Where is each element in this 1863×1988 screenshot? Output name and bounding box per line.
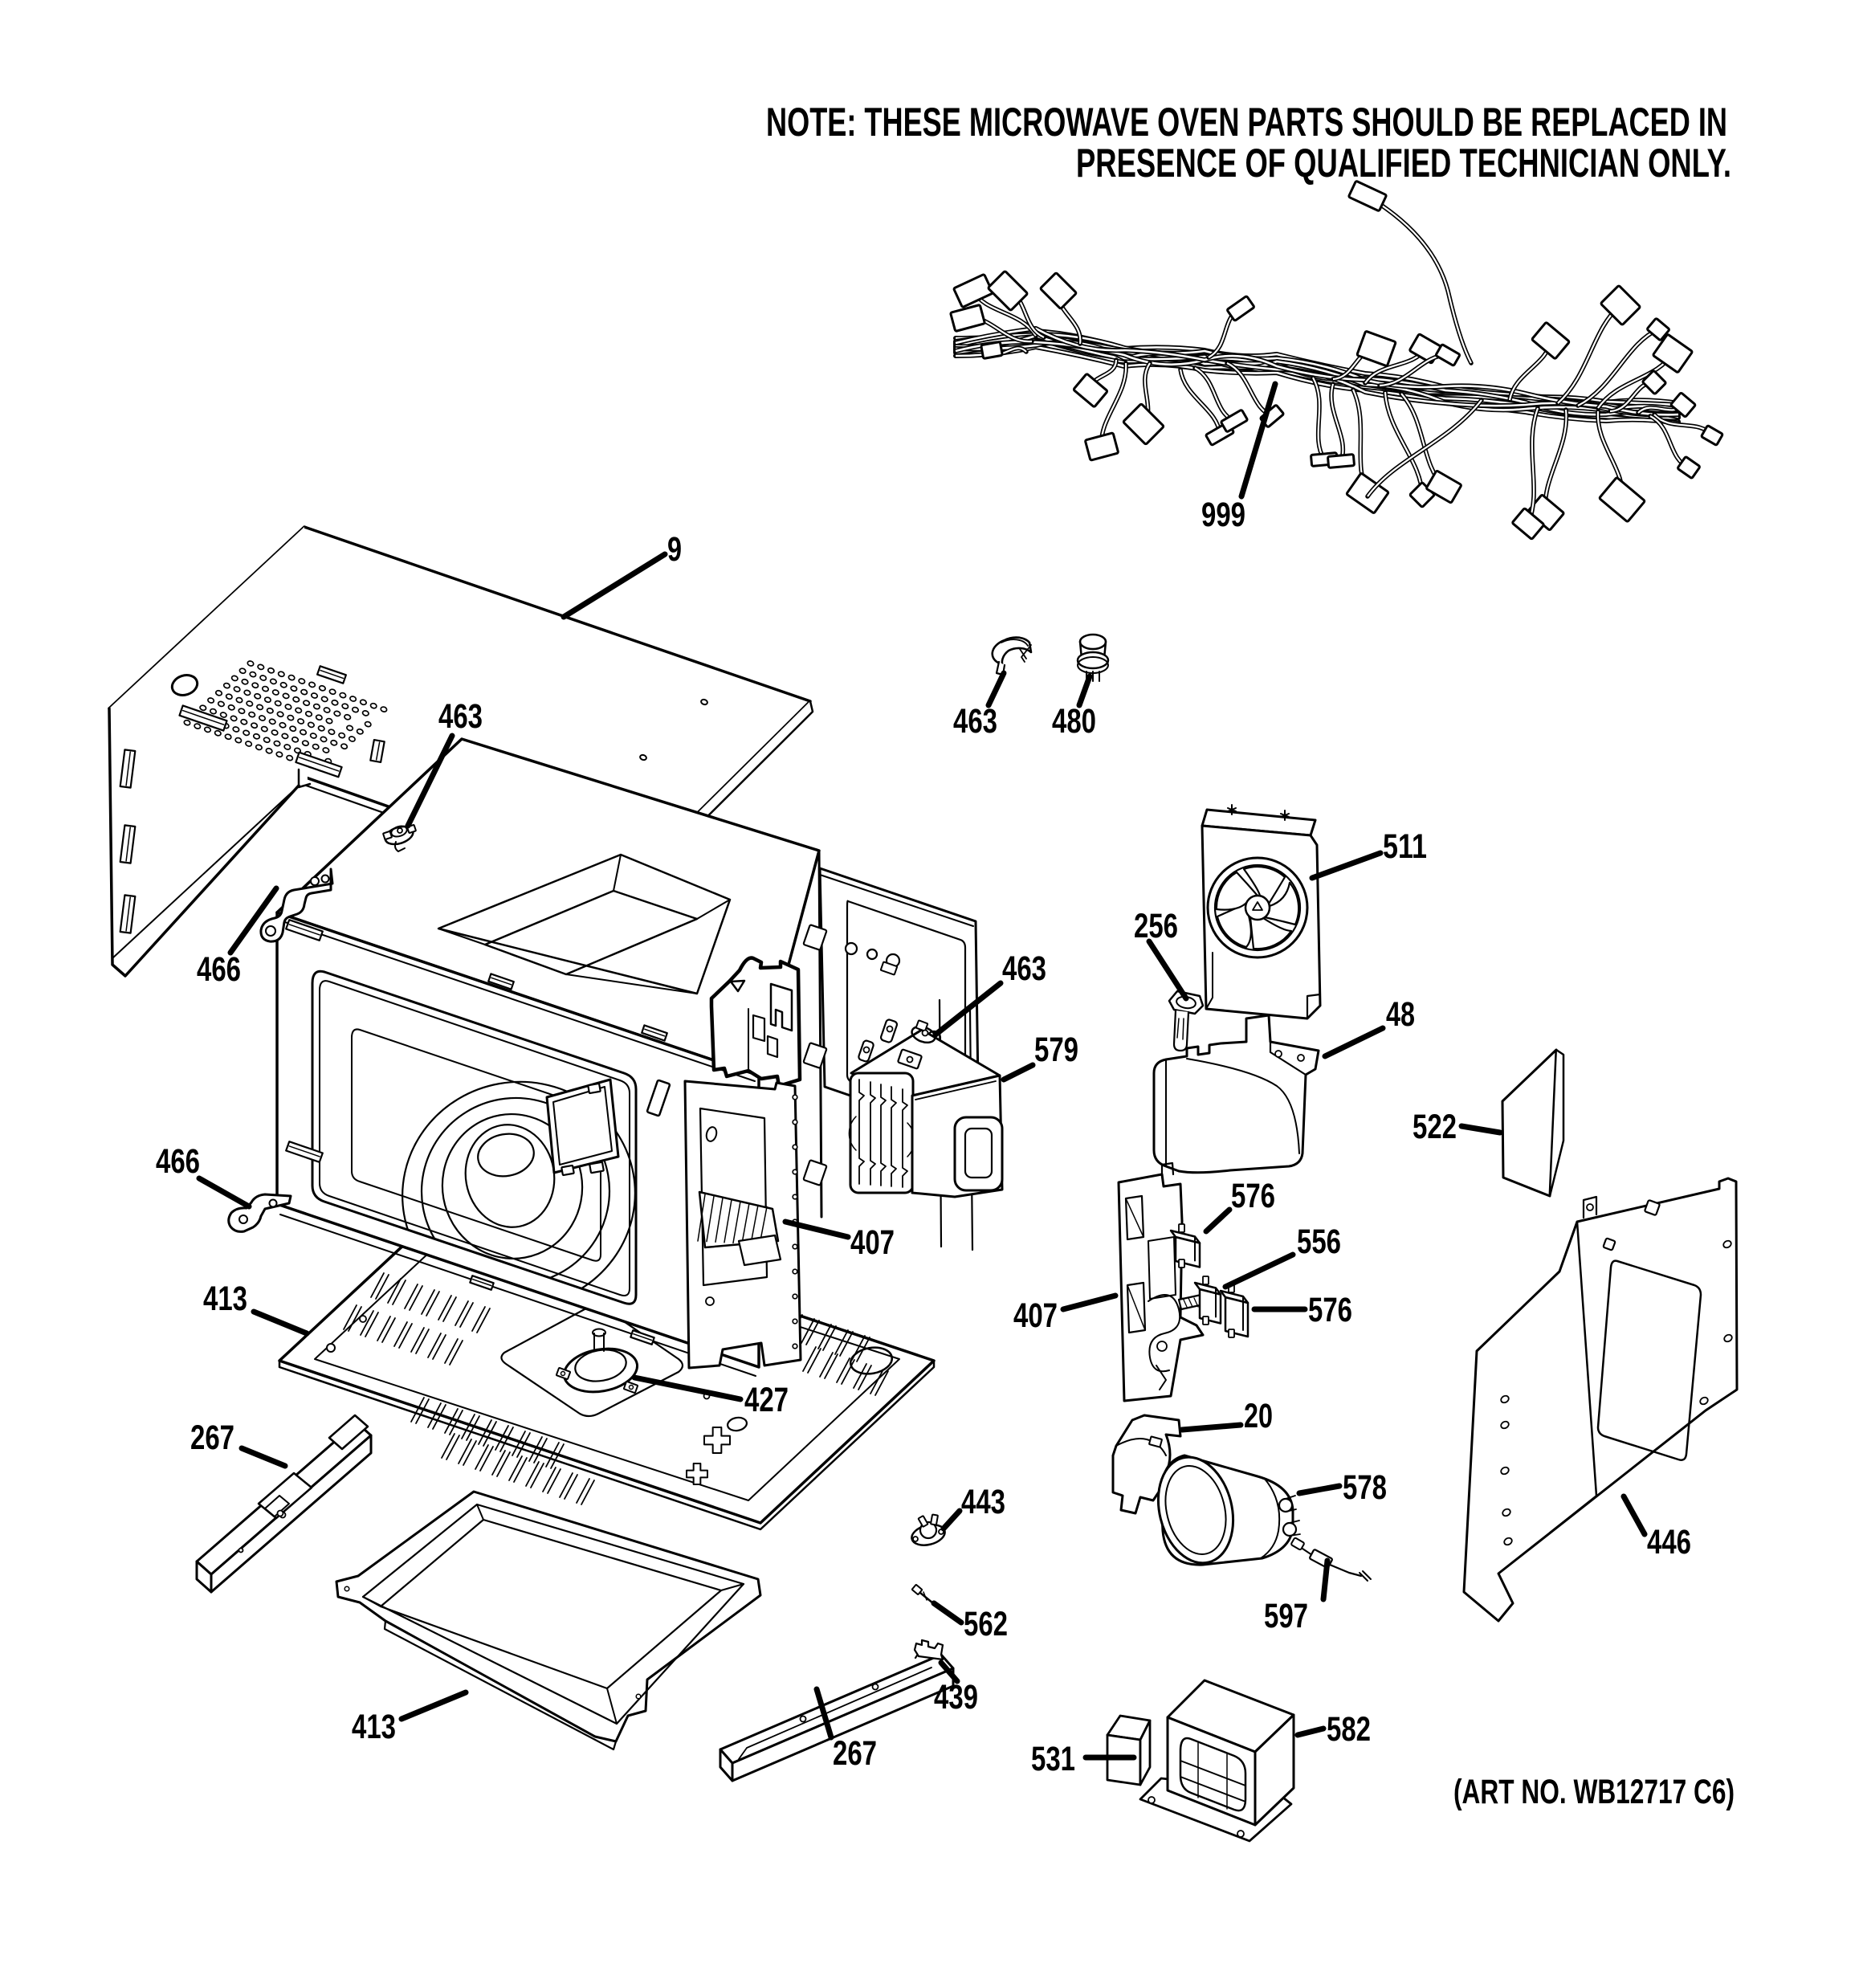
svg-text:427: 427 [744, 1381, 789, 1419]
svg-text:463: 463 [953, 702, 997, 741]
svg-text:NOTE: THESE MICROWAVE OVEN PAR: NOTE: THESE MICROWAVE OVEN PARTS SHOULD … [766, 100, 1727, 145]
svg-text:(ART NO. WB12717 C6): (ART NO. WB12717 C6) [1453, 1773, 1735, 1811]
svg-text:597: 597 [1264, 1597, 1308, 1635]
svg-text:463: 463 [438, 697, 483, 736]
svg-text:48: 48 [1386, 995, 1415, 1034]
svg-text:531: 531 [1031, 1740, 1075, 1778]
svg-text:407: 407 [850, 1223, 895, 1262]
svg-text:582: 582 [1327, 1710, 1371, 1749]
svg-text:562: 562 [964, 1605, 1008, 1643]
svg-text:256: 256 [1134, 907, 1178, 945]
svg-text:413: 413 [203, 1280, 247, 1318]
svg-text:999: 999 [1201, 496, 1245, 534]
svg-text:267: 267 [190, 1419, 234, 1457]
svg-text:463: 463 [1002, 949, 1046, 988]
svg-text:439: 439 [934, 1678, 978, 1717]
svg-text:446: 446 [1647, 1523, 1691, 1561]
svg-text:556: 556 [1297, 1223, 1341, 1261]
svg-text:466: 466 [197, 950, 241, 989]
svg-text:20: 20 [1244, 1397, 1273, 1435]
svg-text:407: 407 [1013, 1296, 1058, 1335]
svg-text:466: 466 [156, 1142, 200, 1181]
svg-text:480: 480 [1052, 702, 1096, 741]
svg-text:579: 579 [1034, 1031, 1078, 1069]
svg-text:443: 443 [961, 1483, 1005, 1521]
svg-text:413: 413 [352, 1708, 396, 1746]
svg-text:511: 511 [1383, 827, 1427, 866]
svg-text:522: 522 [1413, 1108, 1457, 1146]
svg-text:578: 578 [1343, 1468, 1387, 1507]
svg-text:PRESENCE OF QUALIFIED TECHNICI: PRESENCE OF QUALIFIED TECHNICIAN ONLY. [1076, 141, 1731, 186]
svg-text:9: 9 [667, 530, 682, 569]
svg-text:267: 267 [833, 1734, 877, 1773]
svg-text:576: 576 [1231, 1177, 1275, 1215]
svg-text:576: 576 [1308, 1291, 1352, 1329]
